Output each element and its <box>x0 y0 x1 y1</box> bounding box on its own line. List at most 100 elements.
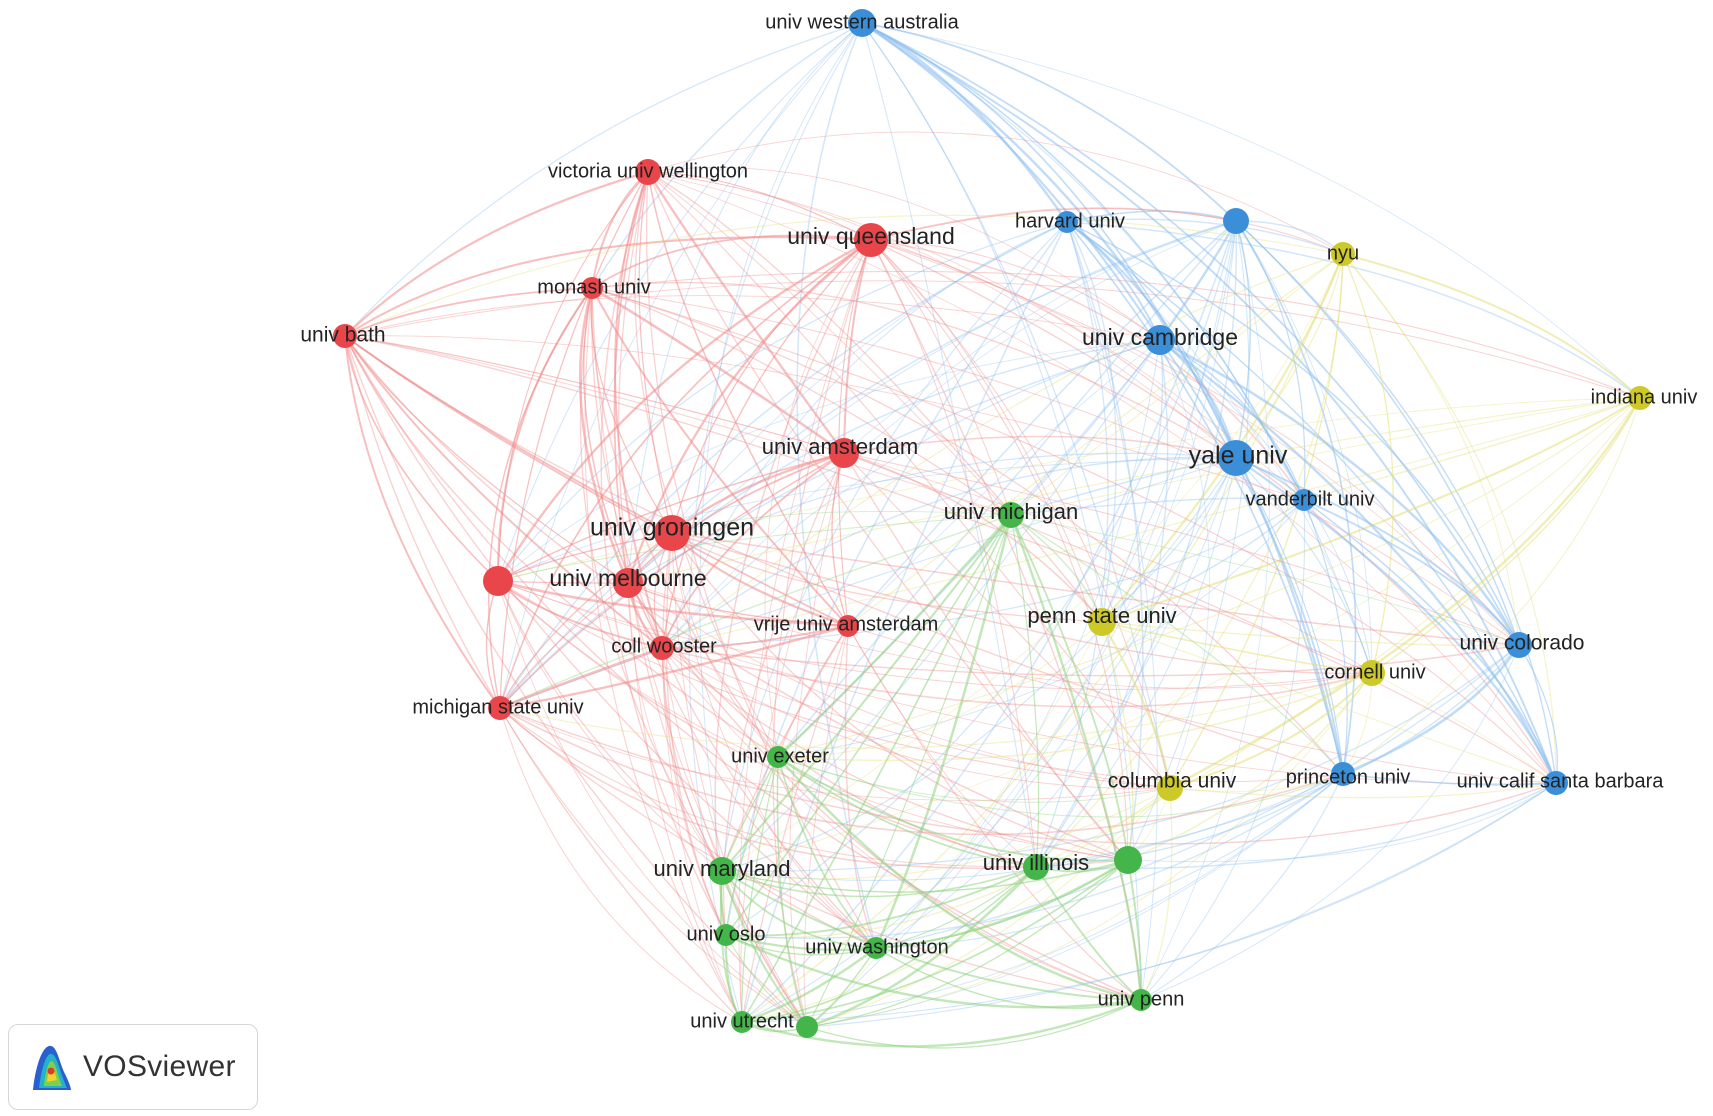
node-nyu[interactable] <box>1331 242 1355 266</box>
network-link <box>1303 499 1557 784</box>
network-link <box>725 220 1237 936</box>
node-bath[interactable] <box>333 324 357 348</box>
label-cornell: cornell univ <box>1324 661 1425 683</box>
node-uw[interactable] <box>865 937 887 959</box>
network-link <box>1066 210 1237 223</box>
network-link <box>1035 339 1169 868</box>
node-ucsb[interactable] <box>1544 771 1568 795</box>
network-link <box>875 947 1142 1009</box>
node-columbia[interactable] <box>1157 775 1183 801</box>
network-link <box>661 647 727 936</box>
network-link <box>1101 397 1641 623</box>
network-link <box>627 452 845 584</box>
node-msu[interactable] <box>488 696 512 720</box>
node-rug[interactable] <box>654 515 690 551</box>
network-link <box>497 22 863 582</box>
node-cornell[interactable] <box>1359 660 1385 686</box>
network-link <box>1066 221 1557 784</box>
network-link <box>600 171 727 936</box>
node-maryland[interactable] <box>708 857 736 885</box>
node-exeter[interactable] <box>767 746 789 768</box>
network-link <box>647 171 1103 623</box>
label-vuw: victoria univ wellington <box>548 160 748 182</box>
network-link <box>344 335 1344 775</box>
network-link <box>1035 773 1344 868</box>
network-link <box>1101 339 1164 623</box>
label-colo: univ colorado <box>1460 632 1585 655</box>
node-vuw[interactable] <box>635 159 661 185</box>
node-vu[interactable] <box>837 615 859 637</box>
node-illinois[interactable] <box>1023 854 1049 880</box>
label-msu: michigan state univ <box>412 696 583 718</box>
network-link <box>843 452 1373 674</box>
network-link <box>721 756 779 872</box>
network-link <box>1235 457 1373 674</box>
network-link <box>1140 499 1306 1001</box>
network-link <box>591 22 863 289</box>
node-utrecht[interactable] <box>731 1011 753 1033</box>
network-link <box>344 335 501 709</box>
node-uq[interactable] <box>854 223 888 257</box>
network-link <box>741 221 1068 1023</box>
network-link <box>499 707 1557 845</box>
node-monash[interactable] <box>581 277 603 299</box>
network-link <box>661 647 743 1023</box>
node-camb[interactable] <box>1145 325 1175 355</box>
node-vand[interactable] <box>1293 489 1315 511</box>
network-link <box>1035 220 1238 868</box>
network-link <box>843 452 1520 646</box>
network-link <box>714 239 872 936</box>
label-upenn: univ penn <box>1098 988 1185 1010</box>
network-link <box>497 580 1373 690</box>
label-utrecht: univ utrecht <box>690 1010 794 1032</box>
network-link <box>847 339 1161 627</box>
node-green_unl[interactable] <box>1114 846 1142 874</box>
network-link <box>1303 499 1520 646</box>
label-rug: univ groningen <box>590 514 754 542</box>
network-link <box>721 859 1129 893</box>
network-link <box>1066 221 1144 861</box>
network-link <box>344 335 1305 501</box>
network-link <box>344 335 1129 861</box>
label-princeton: princeton univ <box>1286 766 1411 788</box>
network-link <box>1169 253 1344 789</box>
network-link <box>671 532 1129 861</box>
network-link <box>1235 220 1557 784</box>
node-upenn[interactable] <box>1130 989 1152 1011</box>
node-oslo[interactable] <box>715 924 737 946</box>
node-melb[interactable] <box>613 568 643 598</box>
network-link <box>647 171 872 241</box>
node-princeton[interactable] <box>1331 762 1355 786</box>
network-link <box>837 239 872 627</box>
network-link <box>1035 397 1641 868</box>
node-uva[interactable] <box>829 438 859 468</box>
node-green_unl2[interactable] <box>796 1016 818 1038</box>
node-harv[interactable] <box>1056 211 1078 233</box>
network-link <box>843 452 1171 789</box>
label-uva: univ amsterdam <box>762 434 919 459</box>
vosviewer-logo-icon <box>33 1045 71 1090</box>
node-psu[interactable] <box>1088 608 1116 636</box>
node-yale[interactable] <box>1218 440 1254 476</box>
network-link <box>627 582 1171 789</box>
network-link <box>591 287 1344 775</box>
network-link <box>344 335 1012 516</box>
node-blue_unl[interactable] <box>1223 208 1249 234</box>
network-link <box>1101 621 1172 789</box>
network-link <box>1066 221 1158 1001</box>
node-indiana[interactable] <box>1628 386 1652 410</box>
network-link <box>1127 782 1557 863</box>
node-red_unl[interactable] <box>483 566 513 596</box>
network-link <box>497 457 1237 582</box>
network-link <box>721 339 1161 872</box>
label-harv: harvard univ <box>1015 210 1125 232</box>
network-link <box>591 270 1641 399</box>
network-link <box>344 236 872 337</box>
node-umich[interactable] <box>998 502 1024 528</box>
node-colo[interactable] <box>1506 632 1532 658</box>
network-link <box>661 397 1641 649</box>
node-wooster[interactable] <box>650 636 674 660</box>
network-link <box>1066 221 1117 623</box>
label-uwa: univ western australia <box>765 11 959 33</box>
node-uwa[interactable] <box>848 9 876 37</box>
